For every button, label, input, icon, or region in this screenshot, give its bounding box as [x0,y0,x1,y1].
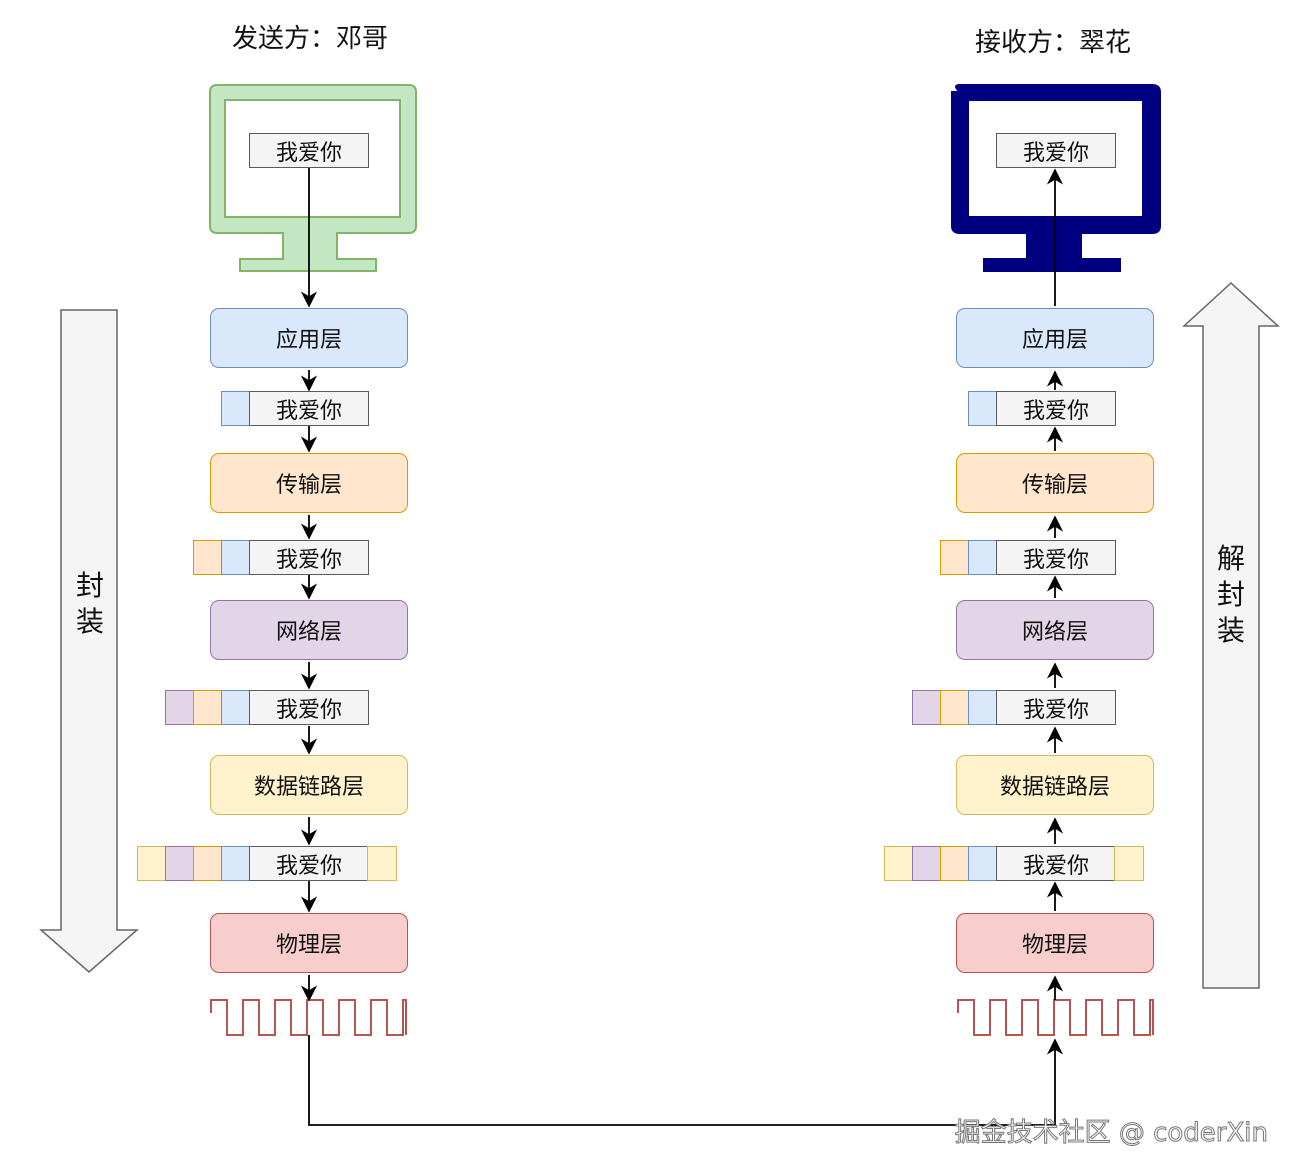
payload: 我爱你 [996,391,1116,426]
datalink-trailer [367,846,397,881]
sender-datalink-layer: 数据链路层 [210,755,408,815]
datalink-header [884,846,914,881]
receiver-transport-layer: 传输层 [956,453,1154,513]
receiver-title: 接收方：翠花 [975,28,1132,58]
app-header [221,846,251,881]
sender-monitor-icon [209,84,417,272]
receiver-monitor-icon [951,84,1161,272]
network-header [165,690,195,725]
sender-network-layer: 网络层 [210,600,408,660]
watermark: 掘金技术社区 @ coderXin [954,1118,1268,1149]
datalink-header [137,846,167,881]
sender-screen-message: 我爱你 [249,133,369,168]
payload: 我爱你 [249,391,369,426]
receiver-screen-message: 我爱你 [996,133,1116,168]
transport-header [193,846,223,881]
sender-transport-layer: 传输层 [210,453,408,513]
transport-header [940,846,970,881]
payload: 我爱你 [249,540,369,575]
encapsulate-arrow-icon [39,309,139,973]
sender-application-layer: 应用层 [210,308,408,368]
transport-header [193,540,223,575]
network-header [165,846,195,881]
receiver-network-layer: 网络层 [956,600,1154,660]
app-header [968,391,998,426]
receiver-signal-icon [957,999,1154,1036]
payload: 我爱你 [249,690,369,725]
payload: 我爱你 [249,846,369,881]
datalink-trailer [1114,846,1144,881]
app-header [221,540,251,575]
sender-physical-layer: 物理层 [210,913,408,973]
transport-header [940,690,970,725]
transport-header [193,690,223,725]
receiver-physical-layer: 物理层 [956,913,1154,973]
sender-title: 发送方：邓哥 [232,24,389,54]
sender-signal-icon [210,999,407,1036]
encapsulate-label: 封装 [75,569,104,638]
decapsulate-label: 解封装 [1216,542,1245,647]
payload: 我爱你 [996,846,1116,881]
app-header [968,540,998,575]
network-header [912,690,942,725]
network-header [912,846,942,881]
transmission-line [308,1035,1064,1126]
payload: 我爱你 [996,690,1116,725]
app-header [221,690,251,725]
app-header [968,846,998,881]
payload: 我爱你 [996,540,1116,575]
app-header [221,391,251,426]
app-header [968,690,998,725]
transport-header [940,540,970,575]
receiver-datalink-layer: 数据链路层 [956,755,1154,815]
decapsulate-arrow-icon [1182,281,1280,989]
receiver-application-layer: 应用层 [956,308,1154,368]
